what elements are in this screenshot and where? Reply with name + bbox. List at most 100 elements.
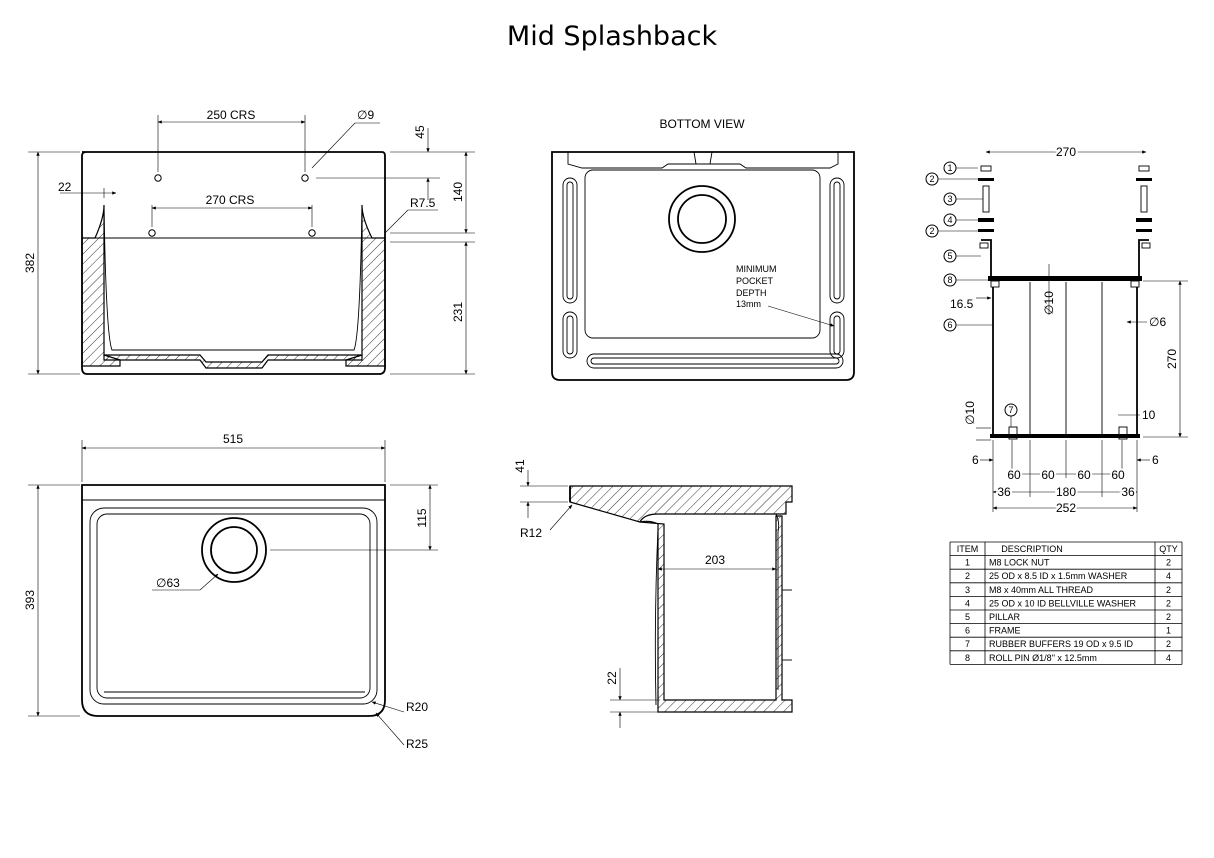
table-cell-qty: 4: [1166, 653, 1171, 663]
balloon-2-lower: 2: [925, 224, 978, 238]
dim-382: 382: [23, 253, 37, 273]
tap-hole-top-left: [154, 174, 162, 182]
tap-hole-top-right: [301, 174, 309, 182]
dim-250-crs: 250 CRS: [207, 108, 256, 122]
drawing-title: Mid Splashback: [507, 21, 718, 52]
plan-waste-outer: [201, 517, 267, 583]
balloon-1: 1: [943, 161, 978, 175]
table-cell-item: 6: [965, 626, 970, 636]
table-cell-description: FRAME: [989, 626, 1021, 636]
svg-text:2: 2: [929, 226, 934, 236]
dim-515: 515: [223, 432, 243, 446]
tap-hole-mid-left: [148, 229, 156, 237]
waste-outlet-inner: [677, 194, 727, 244]
waste-outlet-outer: [668, 185, 736, 253]
dim-dia10-bottom: ∅10: [963, 401, 977, 425]
dim-60-1: 60: [1007, 468, 1021, 482]
plan-view: 515 115 393 ∅63 R20 R25: [23, 432, 438, 751]
side-section-view: 41 R12 203 22: [513, 459, 793, 728]
balloon-7: 7: [1004, 403, 1018, 427]
plan-waste-inner: [210, 526, 258, 574]
balloon-3: 3: [943, 192, 983, 206]
dim-36-left: 36: [997, 485, 1011, 499]
dim-6-right: 6: [1152, 453, 1159, 467]
top-ledge-section: [569, 485, 793, 523]
dim-115: 115: [415, 508, 429, 527]
table-cell-qty: 4: [1166, 571, 1171, 581]
table-cell-item: 3: [965, 585, 970, 595]
dim-r12: R12: [520, 526, 542, 540]
balloon-8: 8: [943, 273, 991, 287]
table-cell-qty: 2: [1166, 612, 1171, 622]
table-cell-qty: 2: [1166, 639, 1171, 649]
pocket-note-line-2: POCKET: [736, 276, 774, 286]
table-cell-item: 5: [965, 612, 970, 622]
table-cell-item: 4: [965, 598, 970, 608]
dim-r25: R25: [406, 737, 428, 751]
dim-dia-63: ∅63: [156, 576, 180, 590]
dim-140: 140: [451, 182, 465, 202]
dim-60-4: 60: [1111, 468, 1125, 482]
dim-10: 10: [1142, 408, 1156, 422]
svg-text:4: 4: [947, 215, 952, 225]
dim-r20: R20: [406, 700, 428, 714]
right-wall-section: [345, 204, 386, 367]
pocket-note-line-4: 13mm: [736, 299, 761, 309]
table-cell-item: 1: [965, 558, 970, 568]
table-cell-description: PILLAR: [989, 612, 1021, 622]
svg-text:7: 7: [1008, 405, 1013, 415]
svg-text:2: 2: [929, 174, 934, 184]
table-cell-qty: 2: [1166, 598, 1171, 608]
balloon-4: 4: [943, 213, 978, 227]
table-cell-description: RUBBER BUFFERS 19 OD x 9.5 ID: [989, 639, 1134, 649]
left-wall-section: [81, 204, 121, 367]
svg-text:8: 8: [947, 275, 952, 285]
bottom-section: [103, 354, 363, 369]
svg-text:1: 1: [947, 163, 952, 173]
pocket-note-line-3: DEPTH: [736, 288, 767, 298]
dim-6-left: 6: [972, 453, 979, 467]
dim-252: 252: [1056, 501, 1076, 515]
dim-231: 231: [451, 302, 465, 322]
bottom-view: BOTTOM VIEW MINIMUM POCKET DEPTH 13mm: [551, 117, 855, 381]
dim-41: 41: [513, 459, 527, 473]
dim-270-side: 270: [1165, 349, 1179, 369]
dim-r75: R7.5: [410, 196, 436, 210]
table-cell-description: 25 OD x 8.5 ID x 1.5mm WASHER: [989, 571, 1128, 581]
bottom-view-label: BOTTOM VIEW: [659, 117, 745, 131]
table-cell-item: 2: [965, 571, 970, 581]
table-cell-description: M8 LOCK NUT: [989, 558, 1050, 568]
table-cell-qty: 2: [1166, 558, 1171, 568]
balloon-2-upper: 2: [925, 172, 978, 186]
svg-text:5: 5: [947, 251, 952, 261]
dim-203: 203: [705, 553, 725, 567]
dim-270-crs: 270 CRS: [206, 193, 255, 207]
table-cell-item: 8: [965, 653, 970, 663]
parts-table: ITEM DESCRIPTION QTY 1 M8 LOCK NUT 2 2 25 OD x …: [949, 541, 1183, 665]
dim-22: 22: [58, 180, 72, 194]
dim-22-section: 22: [605, 671, 619, 685]
table-cell-qty: 1: [1166, 626, 1171, 636]
dim-dia10-top: ∅10: [1042, 291, 1056, 315]
dim-hole-dia: ∅9: [357, 108, 374, 122]
table-header-qty: QTY: [1159, 544, 1178, 554]
table-cell-qty: 2: [1166, 585, 1171, 595]
dim-270-top: 270: [1056, 145, 1076, 159]
balloon-5: 5: [943, 249, 981, 263]
balloon-6: 6: [943, 318, 993, 332]
dim-60-3: 60: [1077, 468, 1091, 482]
tap-hole-mid-right: [308, 229, 316, 237]
table-header-item: ITEM: [957, 544, 979, 554]
front-wall-section: [639, 515, 793, 713]
svg-text:3: 3: [947, 194, 952, 204]
frame-assembly: 270 16.5 ∅10: [925, 143, 1188, 517]
front-view: 250 CRS ∅9 270 CRS 22 R7.5 45 140 231: [23, 108, 475, 375]
dim-180: 180: [1056, 485, 1076, 499]
table-header-description: DESCRIPTION: [1001, 544, 1063, 554]
svg-text:6: 6: [947, 320, 952, 330]
pocket-note-line-1: MINIMUM: [736, 264, 777, 274]
table-cell-description: 25 OD x 10 ID BELLVILLE WASHER: [989, 598, 1137, 608]
dim-60-2: 60: [1041, 468, 1055, 482]
table-cell-description: M8 x 40mm ALL THREAD: [989, 585, 1094, 595]
dim-36-right: 36: [1121, 485, 1135, 499]
